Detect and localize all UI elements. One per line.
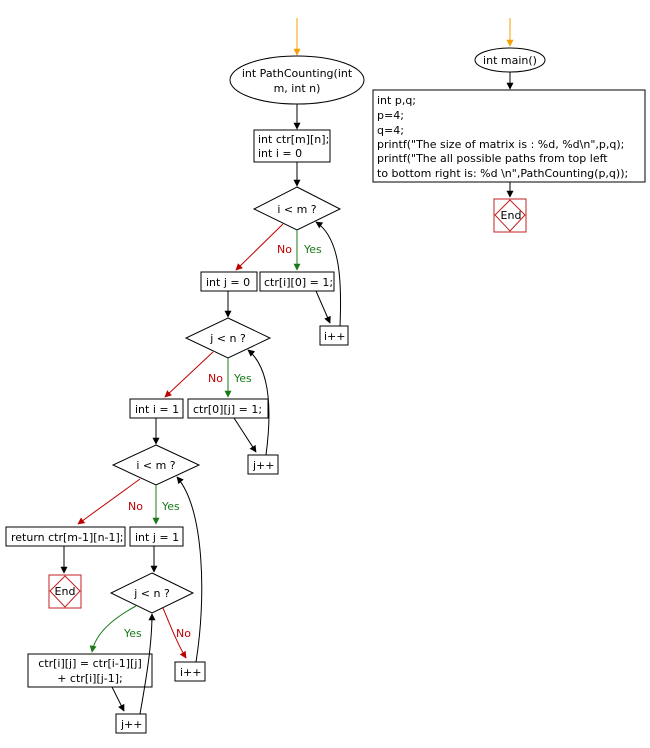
no-branch-2 [164,351,214,398]
loop-back-3 [176,476,203,663]
main-body-box [372,89,646,183]
set-j-1-label: int j = 1 [135,531,179,544]
main-body-line5: printf("The all possible paths from top … [377,152,608,165]
main-body-line3: q=4; [377,124,404,137]
set-j-0-label: int j = 0 [206,276,250,289]
start-node-line1: int PathCounting(int [242,67,353,80]
main-body-line1: int p,q; [377,94,416,107]
inc-i-1-label: i++ [324,330,346,343]
inc-j-1-box [247,454,279,475]
inc-j-2-box [115,713,147,734]
connector [315,290,331,324]
return-box [5,526,126,547]
loop-back-1 [315,221,342,327]
inc-i-2-label: i++ [180,666,202,679]
main-start-label: int main() [483,54,537,67]
no-label-3: No [128,500,143,513]
decision-i-lt-m-2-label: i < m ? [136,459,175,472]
yes-label-3: Yes [161,500,180,513]
main-body-line4: printf("The size of matrix is : %d, %d\n… [377,138,624,151]
main-body-line2: p=4; [377,109,404,122]
ctr-0-j-box [187,398,269,419]
inc-j-1-label: j++ [252,459,275,472]
inc-i-2-box [174,661,206,682]
yes-label-1: Yes [303,243,322,256]
ctr-i-0-box [259,271,335,292]
no-branch-1 [235,223,284,271]
start-node-line2: m, int n) [274,82,321,95]
no-label-1: No [277,243,292,256]
yes-label-4: Yes [123,627,142,640]
decision-j-lt-n-2 [109,572,195,614]
init-box-line2: int i = 0 [258,147,302,160]
end-label-1: End [55,585,76,598]
no-branch-4 [162,607,187,659]
end-diamond-2 [494,199,526,232]
no-branch-3 [77,478,141,525]
calc-box [27,653,153,688]
set-i-1-label: int i = 1 [135,403,179,416]
calc-box-line1: ctr[i][j] = ctr[i-1][j] [38,657,142,670]
inc-i-1-box [319,325,349,346]
loop-back-4 [139,613,156,715]
ctr-0-j-label: ctr[0][j] = 1; [193,403,262,416]
connector [111,686,125,712]
decision-j-lt-n-2-label: j < n ? [133,587,170,600]
yes-label-2: Yes [233,372,252,385]
calc-box-line2: + ctr[i][j-1]; [57,672,123,685]
init-box [253,129,331,163]
decision-j-lt-n-1-label: j < n ? [209,332,246,345]
end-box-2 [493,198,527,233]
inc-j-2-label: j++ [120,718,143,731]
set-j-1-box [129,526,184,547]
decision-i-lt-m-1-label: i < m ? [277,203,316,216]
init-box-line1: int ctr[m][n]; [258,133,329,146]
loop-back-2 [247,349,270,456]
end-diamond-1 [49,575,81,608]
ctr-i-0-label: ctr[i][0] = 1; [264,276,333,289]
start-node-shape [229,55,365,105]
set-j-0-box [200,271,258,292]
connector [233,417,257,453]
main-body-line6: to bottom right is: %d \n",PathCounting(… [377,167,628,180]
no-label-4: No [176,627,191,640]
return-label: return ctr[m-1][n-1]; [11,531,124,544]
end-label-2: End [501,209,522,222]
end-box-1 [48,574,82,609]
yes-branch-4 [89,605,137,653]
no-label-2: No [208,372,223,385]
